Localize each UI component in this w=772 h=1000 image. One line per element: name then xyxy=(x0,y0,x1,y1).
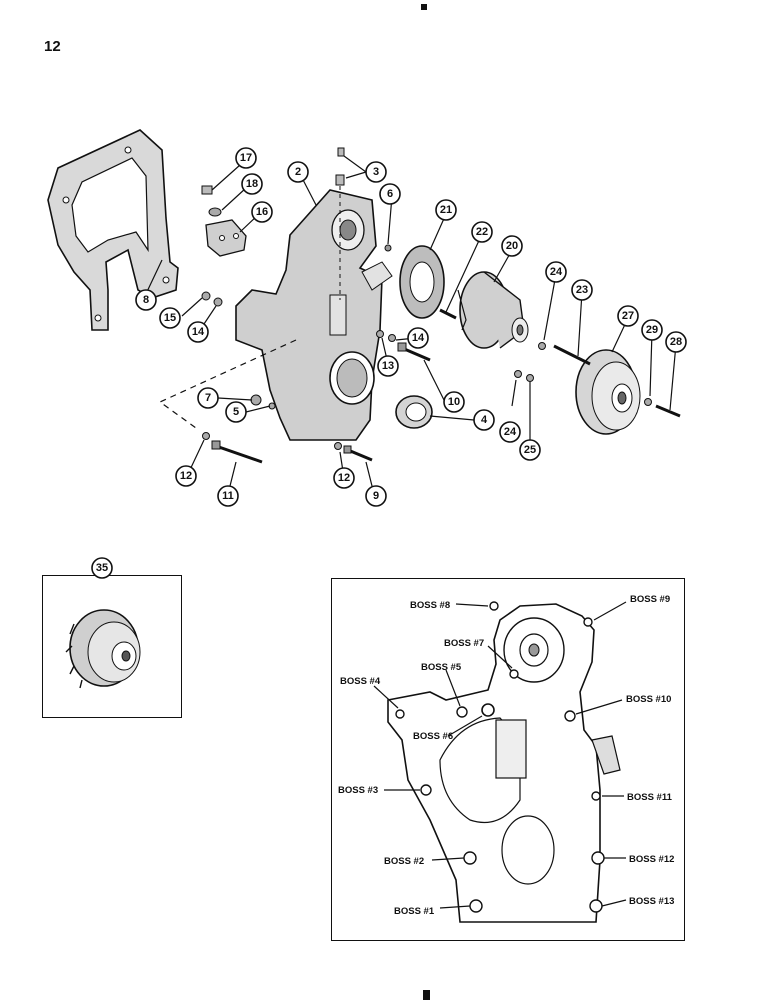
callout-21: 21 xyxy=(435,199,457,221)
bracket-drawing xyxy=(201,185,247,257)
svg-text:7: 7 xyxy=(205,392,211,404)
gasket-drawing xyxy=(47,129,179,331)
callout-14-left: 14 xyxy=(187,321,209,343)
svg-text:20: 20 xyxy=(506,240,518,252)
svg-text:8: 8 xyxy=(143,294,149,306)
callout-22: 22 xyxy=(471,221,493,243)
svg-text:17: 17 xyxy=(240,152,252,164)
svg-text:24: 24 xyxy=(550,266,563,278)
svg-text:10: 10 xyxy=(448,396,460,408)
timing-cover-drawing xyxy=(235,147,393,441)
svg-text:12: 12 xyxy=(338,472,350,484)
pump-gasket-drawing xyxy=(399,245,445,319)
callout-2: 2 xyxy=(287,161,309,183)
svg-text:6: 6 xyxy=(387,188,393,200)
callout-5: 5 xyxy=(225,401,247,423)
svg-text:11: 11 xyxy=(222,490,234,502)
callout-12-left: 12 xyxy=(175,465,197,487)
callout-8: 8 xyxy=(135,289,157,311)
callout-11: 11 xyxy=(217,485,239,507)
callout-20: 20 xyxy=(501,235,523,257)
callout-10: 10 xyxy=(443,391,465,413)
callout-7: 7 xyxy=(197,387,219,409)
top-registration-mark xyxy=(421,4,427,10)
svg-text:28: 28 xyxy=(670,336,682,348)
svg-text:27: 27 xyxy=(622,310,634,322)
svg-text:14: 14 xyxy=(192,326,205,338)
boss-6-label: BOSS #6 xyxy=(413,731,453,742)
svg-text:16: 16 xyxy=(256,206,268,218)
page-number: 12 xyxy=(44,38,61,55)
callout-18: 18 xyxy=(241,173,263,195)
boss-7-label: BOSS #7 xyxy=(444,638,484,649)
callout-6: 6 xyxy=(379,183,401,205)
callout-3: 3 xyxy=(365,161,387,183)
hardware-drawing xyxy=(201,291,681,464)
boss-labels: BOSS #8 BOSS #9 BOSS #7 BOSS #5 BOSS #4 … xyxy=(338,594,674,917)
boss-1-label: BOSS #1 xyxy=(394,906,435,917)
callout-29: 29 xyxy=(641,319,663,341)
boss-8-label: BOSS #8 xyxy=(410,600,450,611)
callout-14-right: 14 xyxy=(407,327,429,349)
callout-15: 15 xyxy=(159,307,181,329)
boss-4-label: BOSS #4 xyxy=(340,676,381,687)
svg-text:21: 21 xyxy=(440,204,452,216)
svg-text:15: 15 xyxy=(164,312,176,324)
callout-35: 35 xyxy=(91,557,113,579)
callout-9: 9 xyxy=(365,485,387,507)
callout-24-lower: 24 xyxy=(499,421,521,443)
boss-11-label: BOSS #11 xyxy=(627,792,673,803)
svg-text:22: 22 xyxy=(476,226,488,238)
boss-3-label: BOSS #3 xyxy=(338,785,378,796)
svg-text:18: 18 xyxy=(246,178,258,190)
boss-9-label: BOSS #9 xyxy=(630,594,670,605)
svg-text:24: 24 xyxy=(504,426,517,438)
svg-text:5: 5 xyxy=(233,406,239,418)
boss-13-label: BOSS #13 xyxy=(629,896,674,907)
boss-2-label: BOSS #2 xyxy=(384,856,424,867)
callout-16: 16 xyxy=(251,201,273,223)
svg-text:29: 29 xyxy=(646,324,658,336)
water-pump-drawing xyxy=(457,271,529,349)
callout-13: 13 xyxy=(377,355,399,377)
inset-box-fan-hub xyxy=(42,575,182,718)
svg-text:4: 4 xyxy=(481,414,488,426)
front-cover-outline xyxy=(387,603,621,923)
svg-text:2: 2 xyxy=(295,166,301,178)
inset-box-boss-locations xyxy=(331,578,685,941)
svg-text:3: 3 xyxy=(373,166,379,178)
svg-text:13: 13 xyxy=(382,360,394,372)
callout-28: 28 xyxy=(665,331,687,353)
svg-text:25: 25 xyxy=(524,444,536,456)
callout-12-right: 12 xyxy=(333,467,355,489)
svg-text:9: 9 xyxy=(373,490,379,502)
boss-5-label: BOSS #5 xyxy=(421,662,462,673)
callout-23: 23 xyxy=(571,279,593,301)
boss-10-label: BOSS #10 xyxy=(626,694,671,705)
svg-text:23: 23 xyxy=(576,284,588,296)
seal-drawing xyxy=(395,395,433,429)
leader-lines xyxy=(143,155,677,495)
callout-4: 4 xyxy=(473,409,495,431)
bottom-registration-mark xyxy=(423,990,430,1000)
pulley-drawing xyxy=(575,349,641,435)
svg-text:14: 14 xyxy=(412,332,425,344)
callout-17: 17 xyxy=(235,147,257,169)
svg-text:12: 12 xyxy=(180,470,192,482)
callout-24-upper: 24 xyxy=(545,261,567,283)
callout-25: 25 xyxy=(519,439,541,461)
fan-hub-drawing xyxy=(65,609,141,689)
boss-leader-lines xyxy=(373,601,627,909)
boss-12-label: BOSS #12 xyxy=(629,854,674,865)
callout-27: 27 xyxy=(617,305,639,327)
boss-holes xyxy=(395,601,605,913)
svg-text:35: 35 xyxy=(96,562,108,574)
